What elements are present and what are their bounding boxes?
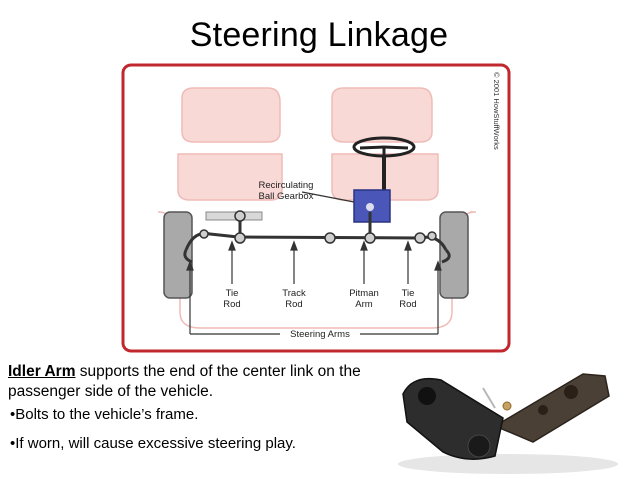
bolt-hole xyxy=(418,387,436,405)
gearbox-shaft xyxy=(366,203,374,211)
tie-rod-right-label-1: Tie xyxy=(402,288,415,299)
idler-arm-description: Idler Arm supports the end of the center… xyxy=(8,362,368,402)
cotter-pin xyxy=(482,387,496,409)
idler-arm-text: supports the end of the center link on t… xyxy=(8,363,361,400)
bushing xyxy=(467,434,491,458)
linkage-joints xyxy=(199,210,437,244)
diagram-frame xyxy=(121,63,511,353)
idler-arm-bar xyxy=(493,373,610,443)
pitman-arm-label-2: Arm xyxy=(355,299,373,310)
label-pointers xyxy=(186,191,442,335)
car-body-outline xyxy=(157,87,477,329)
idler-arm-photo xyxy=(383,356,633,479)
steering-linkage-diagram: Recirculating Ball Gearbox Tie Rod Track… xyxy=(121,63,511,353)
photo-shadow xyxy=(398,454,618,474)
pitman-arm-label-1: Pitman xyxy=(349,288,379,299)
gearbox-label-2: Ball Gearbox xyxy=(259,191,314,202)
bullet-item: •Bolts to the vehicle’s frame. xyxy=(10,406,199,423)
bullet-item: •If worn, will cause excessive steering … xyxy=(10,435,296,452)
stud xyxy=(538,405,548,415)
tie-rod-right-label-2: Rod xyxy=(399,299,416,310)
slide-title: Steering Linkage xyxy=(189,16,449,54)
track-rod-label-2: Rod xyxy=(285,299,302,310)
stud xyxy=(564,385,578,399)
tie-rod-left-label-1: Tie xyxy=(226,288,239,299)
gearbox xyxy=(353,189,391,223)
right-tire xyxy=(439,211,469,299)
castle-nut xyxy=(502,401,512,411)
track-rod-label-1: Track xyxy=(282,288,306,299)
left-tire xyxy=(163,211,193,299)
steering-arms-label: Steering Arms xyxy=(290,329,350,340)
frame-rail xyxy=(205,211,263,221)
gearbox-label-1: Recirculating xyxy=(259,180,314,191)
steering-wheel xyxy=(352,136,416,190)
copyright-text: © 2001 HowStuffWorks xyxy=(492,72,501,150)
tie-rod-left-label-2: Rod xyxy=(223,299,240,310)
idler-arm-term: Idler Arm xyxy=(8,363,76,380)
